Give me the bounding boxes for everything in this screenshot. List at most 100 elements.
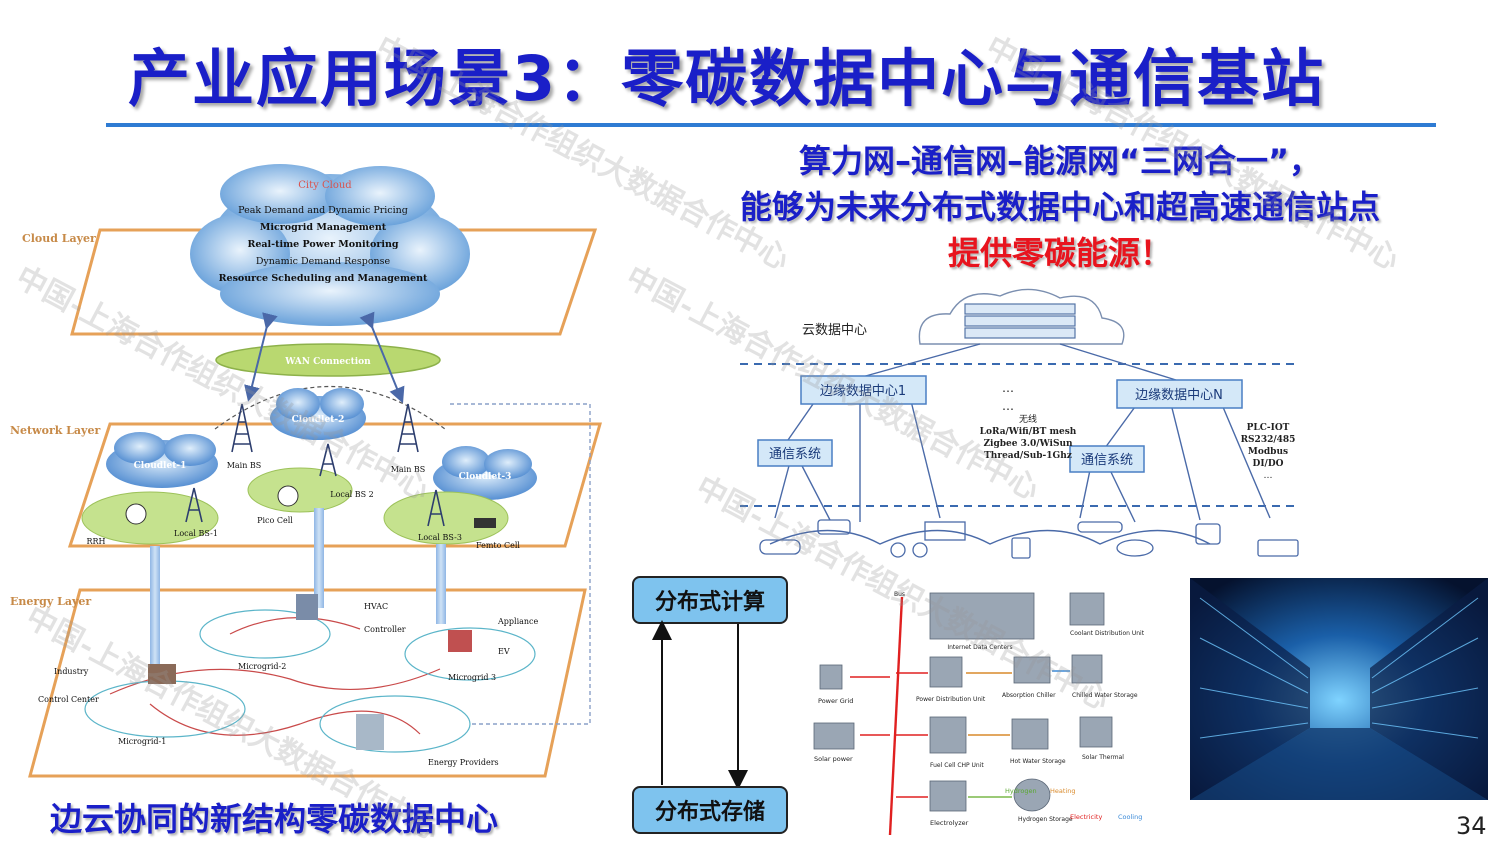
- cloudlet-1-label: Cloudlet-1: [134, 461, 187, 471]
- power-grid-label: Power Grid: [818, 697, 853, 705]
- connector-1: [150, 546, 160, 666]
- wired-label-3: Modbus: [1248, 447, 1288, 457]
- femto-cell-label: Femto Cell: [476, 541, 520, 550]
- slogan-line-2: 能够为未来分布式数据中心和超高速通信站点: [739, 188, 1380, 226]
- data-center-photo: [1190, 578, 1488, 800]
- slide-title: 产业应用场景3：零碳数据中心与通信基站: [128, 42, 1326, 115]
- slogan-line-3: 提供零碳能源！: [947, 234, 1172, 272]
- wired-label-4: DI/DO: [1253, 459, 1284, 469]
- distributed-compute-box: 分布式计算: [632, 576, 788, 624]
- server-rack-icon: [964, 303, 1076, 339]
- solar-power-label: Solar power: [814, 755, 853, 763]
- page-number: 34: [1456, 812, 1487, 840]
- legend-cooling: Cooling: [1118, 813, 1142, 821]
- hot-water-label: Hot Water Storage: [1010, 758, 1066, 765]
- main-bs-left-label: Main BS: [227, 461, 262, 470]
- bus-label: Bus: [894, 591, 905, 598]
- edge-network-diagram: 云数据中心 边缘数据中心1 边缘数据中心N 通信系统 通信系统 … … 无线 L…: [740, 288, 1300, 559]
- city-cloud-item-5: Resource Scheduling and Management: [219, 273, 428, 284]
- local-bs3-label: Local BS-3: [418, 533, 462, 542]
- equipment-icons: [813, 592, 1113, 812]
- hvac-label: HVAC: [364, 602, 388, 611]
- fuel-cell-label: Fuel Cell CHP Unit: [930, 762, 984, 769]
- cloudlet-2-cloud: [270, 388, 366, 440]
- edge-dc-1-label: 边缘数据中心1: [820, 384, 906, 399]
- power-plant-icon: [356, 714, 384, 750]
- city-cloud-item-3: Real-time Power Monitoring: [247, 239, 398, 250]
- cell-zone-2: [247, 467, 353, 513]
- industry-factory-icon: [148, 664, 176, 684]
- cloudlet-1-cloud: [106, 432, 218, 488]
- comm-system-2-box: [1069, 445, 1145, 473]
- comm-system-2-label: 通信系统: [1081, 453, 1133, 468]
- energy-layer-plane: [28, 588, 587, 778]
- femto-cell-icon: [474, 518, 496, 528]
- microgrid-2-label: Microgrid-2: [238, 662, 286, 671]
- connector-3: [436, 544, 446, 624]
- wired-label-2: RS232/485: [1241, 435, 1296, 445]
- slogan-line-1: 算力网–通信网–能源网“三网合一”，: [798, 142, 1322, 180]
- network-layer-label: Network Layer: [10, 424, 100, 437]
- ellipsis-label: …: [1002, 381, 1014, 395]
- device-icons: [759, 519, 1299, 559]
- legend-heating: Heating: [1050, 787, 1075, 795]
- microgrid-3-label: Microgrid 3: [448, 673, 496, 682]
- wireless-label-3: Zigbee 3.0/WiSun: [983, 439, 1073, 449]
- slogan: 算力网–通信网–能源网“三网合一”， 能够为未来分布式数据中心和超高速通信站点 …: [640, 138, 1480, 276]
- connector-2: [314, 508, 324, 608]
- absorption-label: Absorption Chiller: [1002, 692, 1056, 699]
- wan-connection-label: WAN Connection: [284, 357, 371, 367]
- bus-line: [888, 596, 904, 836]
- left-figure-caption: 边云协同的新结构零碳数据中心: [50, 800, 499, 838]
- ev-label: EV: [498, 647, 510, 656]
- title-divider: [106, 123, 1436, 127]
- solar-thermal-label: Solar Thermal: [1082, 754, 1124, 761]
- cloudlet-3-label: Cloudlet-3: [459, 472, 512, 482]
- idc-label: Internet Data Centers: [947, 644, 1012, 651]
- edge-cloud-architecture-diagram: Cloud Layer Network Layer Energy Layer C…: [0, 134, 615, 789]
- pico-cell-icon: [277, 485, 299, 507]
- controller-label: Controller: [364, 625, 406, 634]
- pico-cell-label: Pico Cell: [257, 516, 293, 525]
- ellipsis-label-2: …: [1002, 399, 1014, 413]
- city-cloud-item-1: Peak Demand and Dynamic Pricing: [238, 205, 408, 216]
- rrh-icon: [125, 503, 147, 525]
- legend-hydrogen: Hydrogen: [1005, 787, 1037, 795]
- wireless-label-1: 无线: [1019, 413, 1037, 425]
- electrolyzer-label: Electrolyzer: [930, 819, 969, 827]
- comm-system-1-label: 通信系统: [769, 447, 821, 462]
- appliance-label: Appliance: [497, 617, 539, 626]
- distributed-storage-box: 分布式存储: [632, 786, 788, 834]
- city-cloud-title: City Cloud: [298, 180, 352, 191]
- city-cloud-item-4: Dynamic Demand Response: [256, 256, 391, 267]
- energy-providers-label: Energy Providers: [428, 758, 499, 767]
- edge-dc-n-box: [1116, 379, 1243, 409]
- legend-electricity: Electricity: [1070, 813, 1102, 821]
- local-bs2-label: Local BS 2: [330, 490, 373, 499]
- comm-system-1-box: [757, 439, 833, 467]
- main-bs-right-label: Main BS: [391, 465, 426, 474]
- pdu-label: Power Distribution Unit: [916, 696, 986, 703]
- cloud-layer-label: Cloud Layer: [22, 232, 96, 245]
- edge-dc-1-box: [800, 375, 927, 405]
- tower-icons: [185, 403, 445, 527]
- microgrid-1-label: Microgrid-1: [118, 737, 166, 746]
- city-cloud-item-2: Microgrid Management: [260, 222, 387, 233]
- network-layer-plane: [67, 422, 602, 548]
- microgrid-rings: [84, 609, 536, 753]
- local-bs1-label: Local BS-1: [174, 529, 218, 538]
- edge-dc-n-label: 边缘数据中心N: [1135, 388, 1223, 403]
- cloudlet-3-cloud: [433, 446, 537, 500]
- wireless-label-4: Thread/Sub-1Ghz: [984, 451, 1072, 461]
- energy-system-diagram: Bus Coolant Distribution Unit Internet D…: [813, 591, 1145, 836]
- cell-zone-1: [81, 491, 219, 545]
- chilled-water-label: Chilled Water Storage: [1072, 692, 1138, 699]
- control-center-label: Control Center: [38, 695, 99, 704]
- cloud-dc-label: 云数据中心: [802, 323, 867, 338]
- city-cloud: [190, 164, 470, 326]
- wired-label-5: …: [1264, 471, 1273, 481]
- rrh-label: RRH: [86, 537, 105, 546]
- hvac-building-icon: [296, 594, 318, 620]
- industry-label: Industry: [54, 667, 89, 676]
- cdu-label: Coolant Distribution Unit: [1070, 630, 1145, 637]
